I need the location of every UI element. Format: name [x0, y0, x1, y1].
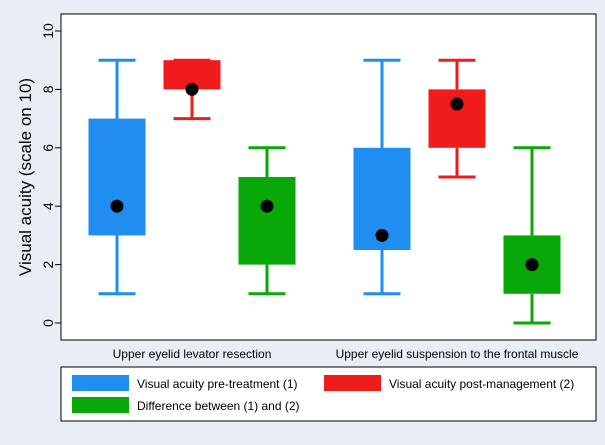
- y-tick-label: 8: [40, 85, 56, 93]
- box: [88, 118, 146, 236]
- y-axis: 0 2 4 6 8 10: [40, 23, 61, 327]
- point-marker: [110, 199, 124, 213]
- y-tick-label: 10: [40, 23, 56, 39]
- box: [238, 177, 296, 265]
- point-marker: [525, 258, 539, 272]
- y-tick-label: 2: [40, 260, 56, 268]
- box-series: [88, 58, 561, 325]
- y-axis-label: Visual acuity (scale on 10): [16, 78, 35, 276]
- point-marker: [185, 82, 199, 96]
- legend-swatch: [324, 375, 381, 391]
- point-marker: [260, 199, 274, 213]
- point-marker: [375, 228, 389, 242]
- box-plot: [353, 58, 411, 296]
- legend-label: Difference between (1) and (2): [137, 399, 300, 413]
- box-plot: [238, 146, 296, 296]
- x-category-label: Upper eyelid levator resection: [113, 347, 272, 361]
- point-marker: [450, 97, 464, 111]
- legend-swatch: [72, 397, 129, 413]
- legend-swatch: [72, 375, 129, 391]
- x-axis-labels: Upper eyelid levator resection Upper eyel…: [113, 347, 579, 361]
- legend-label: Visual acuity pre-treatment (1): [137, 377, 298, 391]
- legend-label: Visual acuity post-management (2): [389, 377, 574, 391]
- y-tick-label: 0: [40, 319, 56, 327]
- box-plot: [428, 58, 486, 179]
- box-plot: [163, 58, 221, 121]
- y-tick-label: 4: [40, 202, 56, 210]
- x-category-label: Upper eyelid suspension to the frontal m…: [336, 347, 579, 361]
- y-tick-label: 6: [40, 144, 56, 152]
- box-plot: [88, 58, 146, 296]
- legend-items: Visual acuity pre-treatment (1) Visual ac…: [72, 375, 574, 413]
- box-plot: [503, 146, 561, 325]
